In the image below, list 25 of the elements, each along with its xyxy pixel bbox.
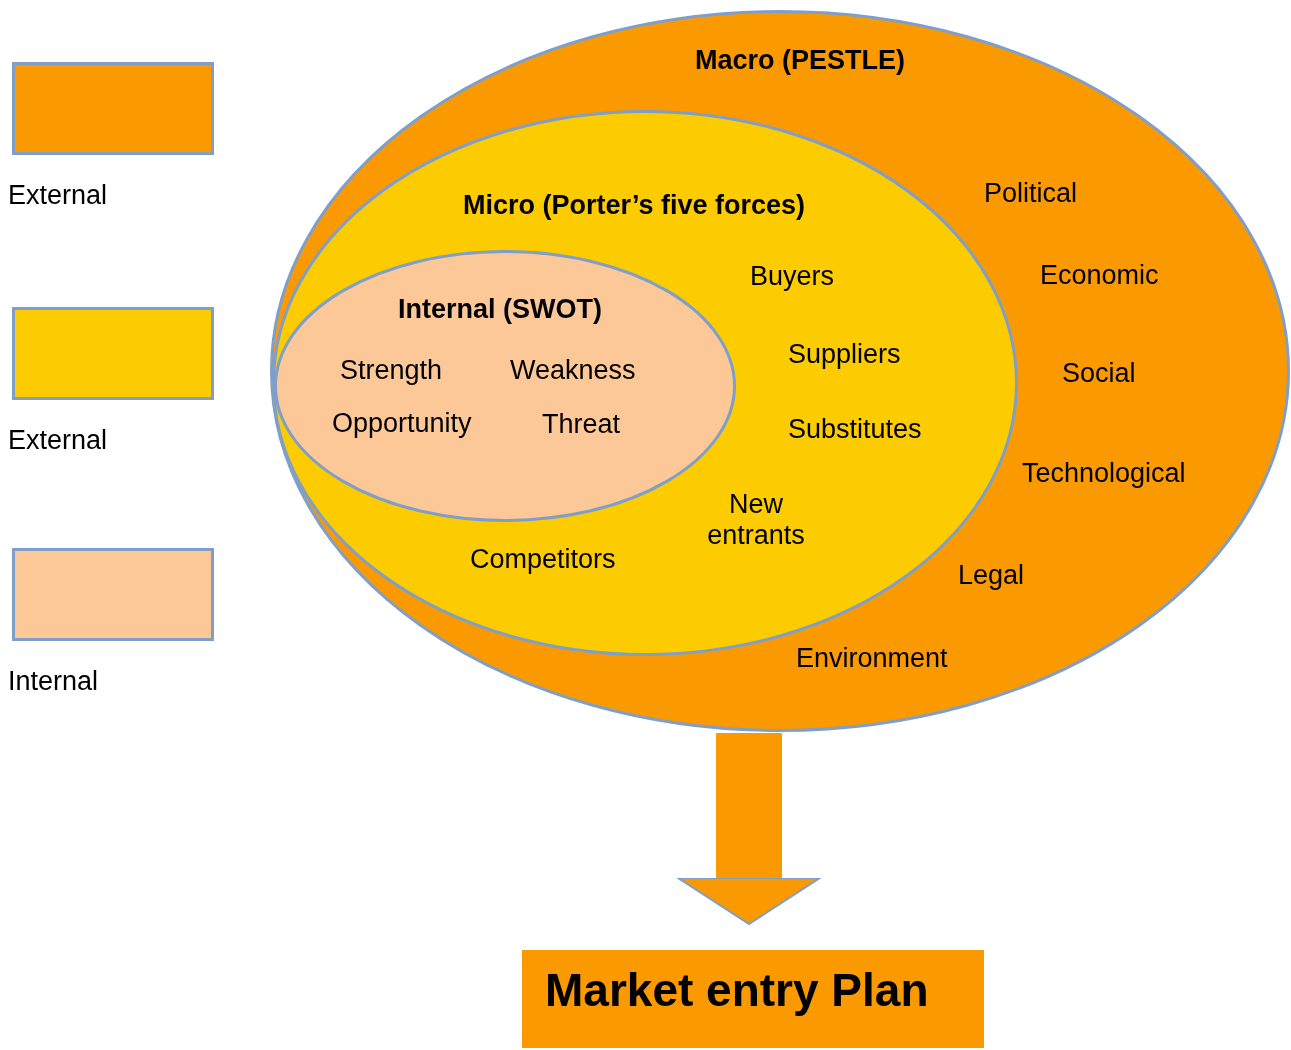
factor-label: Legal <box>958 560 1025 591</box>
factor-label: Social <box>1062 358 1136 389</box>
swot-label: Weakness <box>510 355 636 386</box>
ellipse-heading: Macro (PESTLE) <box>695 45 905 76</box>
swot-label: Threat <box>542 409 621 440</box>
legend-label: Internal <box>8 666 99 697</box>
force-label: Substitutes <box>788 414 922 445</box>
swot-label: Opportunity <box>332 408 472 439</box>
ellipse-heading: Internal (SWOT) <box>398 294 602 325</box>
factor-label: Political <box>984 178 1078 209</box>
swot-label: Strength <box>340 355 443 386</box>
force-label: Suppliers <box>788 339 901 370</box>
factor-label: Economic <box>1040 260 1159 291</box>
plan-box <box>522 950 984 1048</box>
factor-label: Environment <box>796 643 948 674</box>
force-label: New entrants <box>706 489 806 551</box>
force-label: Buyers <box>750 261 835 292</box>
ellipse-heading: Micro (Porter’s five forces) <box>462 190 806 221</box>
legend-label: External <box>8 180 108 211</box>
block-arrow <box>677 733 821 925</box>
factor-label: Technological <box>1022 458 1186 489</box>
ellipse-region <box>270 10 1290 732</box>
legend-label: External <box>8 425 108 456</box>
force-label: Competitors <box>470 544 616 575</box>
box-title: Market entry Plan <box>545 963 929 1017</box>
